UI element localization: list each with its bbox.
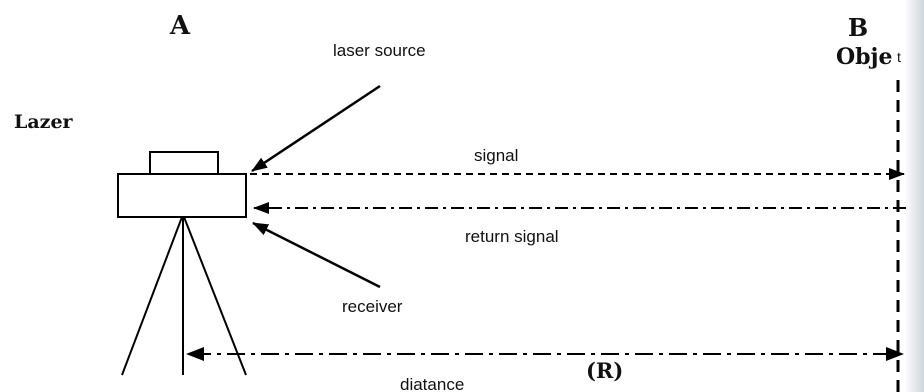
device-body — [117, 173, 247, 218]
tripod — [121, 216, 247, 376]
device-top — [149, 151, 219, 175]
object-label-tail: t — [897, 49, 901, 65]
return-signal-label: return signal — [465, 227, 559, 246]
signal-label: signal — [474, 146, 518, 165]
point-a-label: A — [169, 11, 191, 41]
distance-label: diatance — [400, 375, 464, 392]
point-b-label: B — [848, 13, 868, 42]
object-label: Obje — [836, 44, 893, 70]
laser-source-pointer — [251, 84, 381, 173]
distance-arrow-right-head — [886, 347, 904, 361]
edge-shadow — [904, 0, 924, 392]
receiver-label: receiver — [342, 297, 403, 316]
receiver-pointer — [252, 221, 381, 289]
laser-source-label: laser source — [333, 41, 426, 60]
distance-arrow-left-head — [186, 347, 204, 361]
range-symbol-label: (R) — [586, 358, 623, 383]
lazer-label: Lazer — [14, 111, 74, 133]
